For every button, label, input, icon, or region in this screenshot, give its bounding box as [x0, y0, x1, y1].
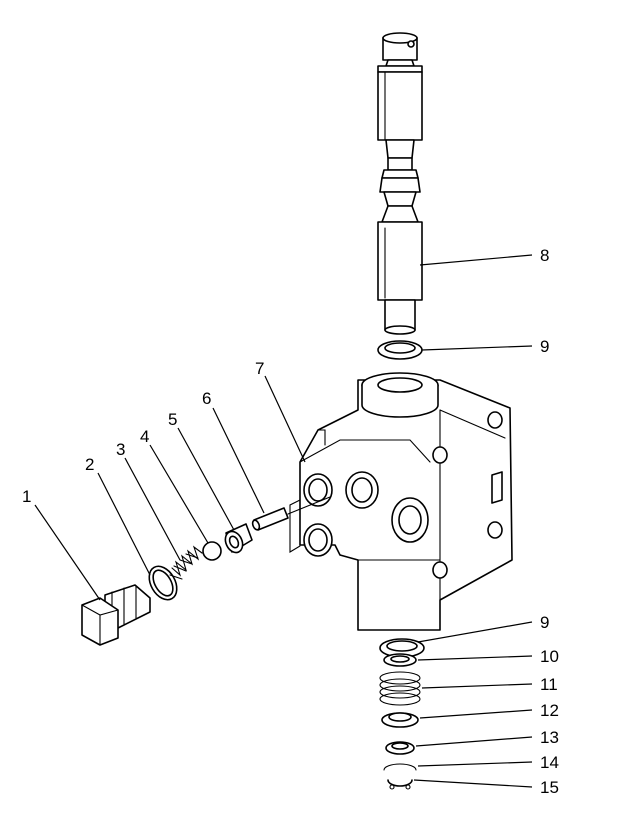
- callout-12: 12: [540, 701, 559, 720]
- callout-13: 13: [540, 728, 559, 747]
- leader-lines: [34, 254, 533, 788]
- valve-body-part-7: [289, 372, 513, 631]
- leader-7: [264, 375, 306, 463]
- callout-9b: 9: [540, 613, 549, 632]
- plug-part-1: [81, 584, 151, 646]
- leader-9a: [421, 345, 533, 351]
- spool-part-8: [377, 32, 423, 335]
- callout-1: 1: [22, 487, 31, 506]
- callout-5: 5: [168, 410, 177, 429]
- ball-part-4: [202, 541, 222, 561]
- o-ring-bottom-part-9: [379, 638, 425, 658]
- callout-10: 10: [540, 647, 559, 666]
- cap-part-13: [385, 741, 415, 755]
- leader-13: [415, 736, 533, 747]
- leader-3: [124, 457, 181, 561]
- leader-1: [34, 504, 101, 601]
- leader-5: [177, 427, 235, 531]
- leader-11: [421, 683, 533, 689]
- o-ring-top-part-9: [377, 340, 423, 360]
- callout-6: 6: [202, 389, 211, 408]
- callout-7: 7: [255, 359, 264, 378]
- leader-8: [419, 254, 533, 266]
- spring-part-3: [169, 545, 203, 580]
- leader-9b: [417, 621, 533, 643]
- leader-4: [149, 444, 209, 544]
- callout-9a: 9: [540, 337, 549, 356]
- retainer-part-12: [381, 712, 419, 728]
- leader-15: [413, 779, 533, 788]
- callout-4: 4: [140, 427, 149, 446]
- callout-8: 8: [540, 246, 549, 265]
- callout-3: 3: [116, 440, 125, 459]
- leader-2: [97, 472, 151, 576]
- leader-10: [417, 655, 533, 661]
- callout-2: 2: [85, 455, 94, 474]
- spring-part-11: [379, 671, 421, 706]
- leader-12: [419, 709, 533, 719]
- callout-15: 15: [540, 778, 559, 797]
- snap-ring-part-14: [383, 763, 417, 771]
- retaining-ring-part-15: [387, 779, 413, 790]
- washer-part-10: [383, 653, 417, 667]
- callout-14: 14: [540, 753, 559, 772]
- pin-part-6: [251, 496, 331, 531]
- callout-11: 11: [540, 675, 558, 694]
- leader-14: [417, 761, 533, 767]
- leader-6: [212, 407, 265, 514]
- callout-labels: 1 2 3 4 5 6 7 8 9 9 10 11 12 13 14 15: [22, 246, 559, 797]
- seat-part-5: [224, 523, 253, 554]
